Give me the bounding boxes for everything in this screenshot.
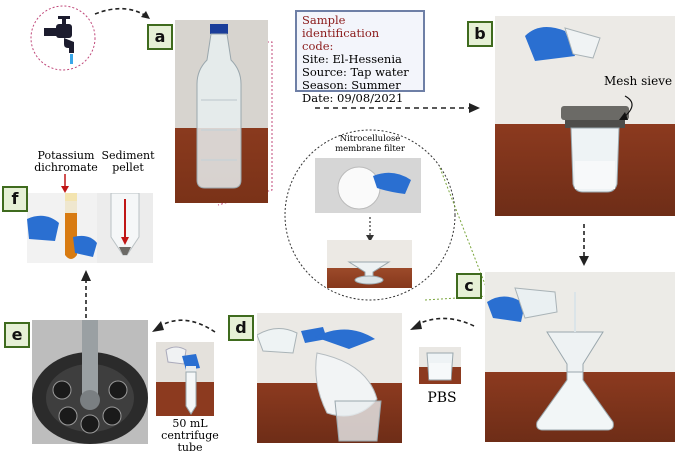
arrow-d-to-e bbox=[159, 319, 216, 333]
info-title-line1: Sample identification bbox=[302, 13, 380, 40]
arrowhead bbox=[81, 270, 91, 281]
tube-label-line1: 50 mL bbox=[172, 417, 208, 430]
info-season: Season: Summer bbox=[302, 78, 401, 92]
arrow-c-to-d bbox=[417, 317, 475, 327]
info-title-line2: code: bbox=[302, 39, 334, 53]
info-source: Source: Tap water bbox=[302, 65, 409, 79]
photo-water-bottle bbox=[175, 20, 268, 203]
photo-filter-funnel bbox=[327, 240, 412, 288]
info-date: Date: 09/08/2021 bbox=[302, 91, 404, 105]
panel-label-b: b bbox=[467, 21, 493, 47]
label-pbs: PBS bbox=[427, 390, 457, 406]
panel-label-e: e bbox=[4, 322, 30, 348]
panel-label-a: a bbox=[147, 24, 173, 50]
photo-mesh-sieve bbox=[495, 16, 675, 216]
photo-membrane-filter bbox=[315, 158, 421, 213]
potassium-label-line2: dichromate bbox=[34, 161, 98, 174]
panel-label-d: d bbox=[228, 315, 254, 341]
info-site: Site: El-Hessenia bbox=[302, 52, 402, 66]
arrow-potassium bbox=[61, 174, 69, 193]
arrowhead bbox=[366, 235, 374, 242]
sample-identification-box: Sample identification code: Site: El-Hes… bbox=[295, 10, 425, 105]
panel-label-c: c bbox=[456, 273, 482, 299]
tap-circle bbox=[30, 5, 96, 71]
panel-label-f: f bbox=[2, 186, 28, 212]
arrowhead bbox=[410, 320, 422, 330]
arrowhead bbox=[579, 256, 589, 266]
filter-label-line2: membrane filter bbox=[335, 144, 405, 154]
sediment-label-line2: pellet bbox=[112, 161, 144, 174]
filter-circle bbox=[284, 129, 456, 301]
filter-label-line1: Nitrocellulose bbox=[339, 134, 401, 144]
sediment-label-line1: Sediment bbox=[101, 149, 155, 162]
photo-pbs-beaker bbox=[419, 347, 461, 384]
tube-label-line2: centrifuge tube bbox=[161, 429, 219, 454]
potassium-label-line1: Potassium bbox=[37, 149, 95, 162]
label-centrifuge-tube: 50 mL centrifuge tube bbox=[150, 418, 230, 454]
label-sediment-pellet: Sediment pellet bbox=[100, 150, 156, 174]
arrowhead bbox=[141, 11, 150, 19]
photo-sediment-pellet bbox=[97, 193, 153, 263]
arrow-tap-to-a bbox=[94, 7, 149, 18]
arrowhead bbox=[152, 321, 164, 332]
photo-filter-rinse bbox=[257, 313, 402, 443]
photo-centrifuge-tube bbox=[156, 342, 214, 416]
label-mesh-sieve: Mesh sieve bbox=[604, 74, 673, 88]
photo-centrifuge-rotor bbox=[32, 320, 148, 444]
photo-funnel-flask bbox=[485, 272, 675, 442]
arrowhead bbox=[469, 103, 480, 113]
label-potassium-dichromate: Potassium dichromate bbox=[26, 150, 106, 174]
photo-potassium-dichromate bbox=[27, 193, 97, 263]
water-tap-icon bbox=[44, 16, 74, 64]
label-nitrocellulose-filter: Nitrocellulose membrane filter bbox=[318, 134, 422, 154]
